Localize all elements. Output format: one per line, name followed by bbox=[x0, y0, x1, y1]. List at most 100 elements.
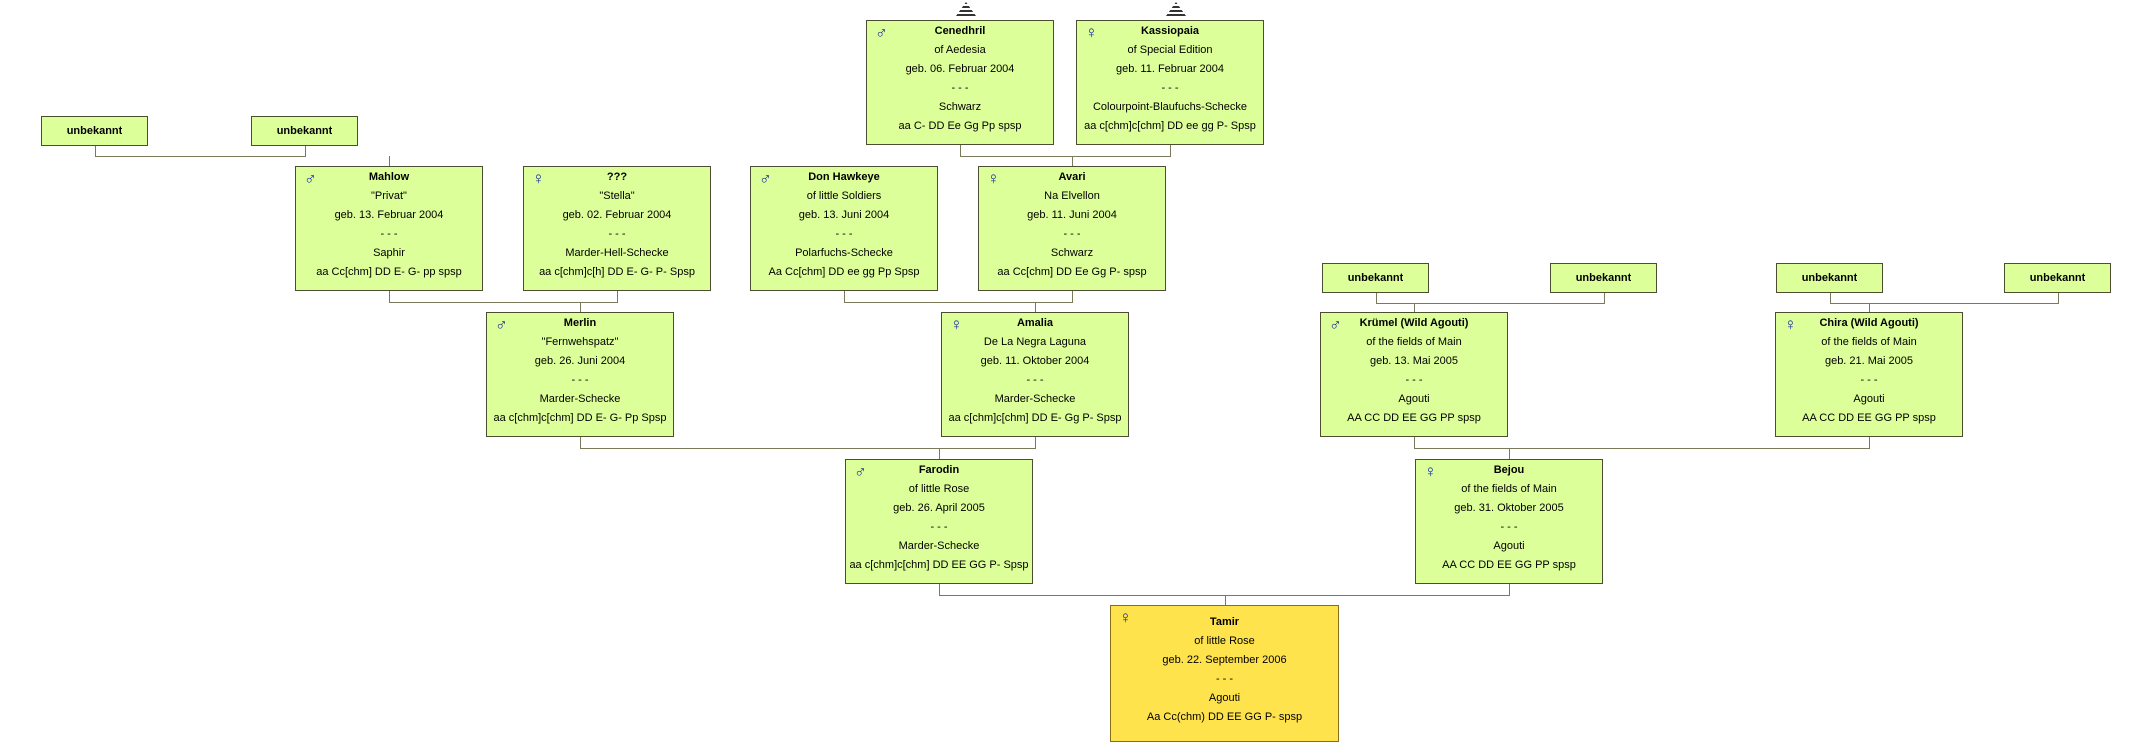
connector-line bbox=[1376, 293, 1377, 303]
node-separator: - - - bbox=[1063, 228, 1081, 240]
female-symbol-icon: ♀ bbox=[1424, 462, 1437, 481]
node-separator: - - - bbox=[835, 228, 853, 240]
node-birth-date: geb. 26. Juni 2004 bbox=[534, 355, 626, 367]
node-color-name: Schwarz bbox=[1050, 247, 1094, 259]
connector-line bbox=[960, 156, 1171, 157]
node-genotype: AA CC DD EE GG PP spsp bbox=[1802, 412, 1936, 424]
node-birth-date: geb. 06. Februar 2004 bbox=[905, 63, 1015, 75]
node-name: unbekannt bbox=[1347, 272, 1404, 284]
node-separator: - - - bbox=[608, 228, 626, 240]
node-name: Don Hawkeye bbox=[808, 171, 880, 183]
connector-line bbox=[1509, 584, 1510, 595]
pedigree-node-bejou[interactable]: ♀ Bejou of the fields of Main geb. 31. Okto… bbox=[1415, 459, 1603, 584]
node-color-name: Marder-Schecke bbox=[898, 540, 980, 552]
node-line-2: of the fields of Main bbox=[1461, 483, 1557, 495]
node-separator: - - - bbox=[1215, 673, 1234, 685]
node-separator: - - - bbox=[951, 82, 969, 94]
more-ancestors-icon[interactable] bbox=[1166, 2, 1186, 16]
connector-line bbox=[939, 448, 940, 459]
connector-line bbox=[580, 448, 1036, 449]
male-symbol-icon: ♂ bbox=[495, 315, 508, 334]
node-birth-date: geb. 21. Mai 2005 bbox=[1824, 355, 1914, 367]
node-name: ??? bbox=[606, 171, 628, 183]
node-name: unbekannt bbox=[1801, 272, 1858, 284]
node-genotype: aa c[chm]c[chm] DD ee gg P- Spsp bbox=[1084, 120, 1256, 132]
pedigree-node-unk4[interactable]: unbekannt bbox=[1550, 263, 1657, 293]
connector-line bbox=[617, 291, 618, 302]
connector-line bbox=[389, 156, 390, 166]
connector-line bbox=[1225, 595, 1226, 605]
pedigree-node-unk2[interactable]: unbekannt bbox=[251, 116, 358, 146]
pedigree-node-unk3[interactable]: unbekannt bbox=[1322, 263, 1429, 293]
node-color-name: Colourpoint-Blaufuchs-Schecke bbox=[1092, 101, 1248, 113]
node-name: Farodin bbox=[918, 464, 960, 476]
pedigree-node-unk5[interactable]: unbekannt bbox=[1776, 263, 1883, 293]
node-line-2: of Aedesia bbox=[934, 44, 986, 56]
more-ancestors-icon[interactable] bbox=[956, 2, 976, 16]
node-line-2: "Privat" bbox=[371, 190, 407, 202]
node-color-name: Agouti bbox=[1208, 692, 1241, 704]
node-birth-date: geb. 22. September 2006 bbox=[1162, 654, 1287, 666]
node-genotype: aa Cc[chm] DD Ee Gg P- spsp bbox=[997, 266, 1147, 278]
node-separator: - - - bbox=[380, 228, 398, 240]
connector-line bbox=[1170, 145, 1171, 156]
node-color-name: Marder-Hell-Schecke bbox=[565, 247, 669, 259]
node-line-2: of little Soldiers bbox=[806, 190, 882, 202]
node-name: unbekannt bbox=[276, 125, 333, 137]
node-birth-date: geb. 02. Februar 2004 bbox=[562, 209, 672, 221]
male-symbol-icon: ♂ bbox=[304, 169, 317, 188]
connector-line bbox=[580, 437, 581, 448]
node-line-2: Na Elvellon bbox=[1044, 190, 1100, 202]
connector-line bbox=[580, 302, 581, 312]
node-genotype: aa Cc[chm] DD E- G- pp spsp bbox=[316, 266, 462, 278]
node-separator: - - - bbox=[930, 521, 948, 533]
connector-line bbox=[844, 291, 845, 302]
node-genotype: AA CC DD EE GG PP spsp bbox=[1347, 412, 1481, 424]
pedigree-node-unk6[interactable]: unbekannt bbox=[2004, 263, 2111, 293]
node-genotype: aa C- DD Ee Gg Pp spsp bbox=[898, 120, 1022, 132]
connector-line bbox=[844, 302, 1073, 303]
node-separator: - - - bbox=[1405, 374, 1423, 386]
node-color-name: Agouti bbox=[1853, 393, 1885, 405]
female-symbol-icon: ♀ bbox=[532, 169, 545, 188]
node-birth-date: geb. 13. Mai 2005 bbox=[1369, 355, 1459, 367]
pedigree-node-chira[interactable]: ♀Chira (Wild Agouti)of the fields of Mai… bbox=[1775, 312, 1963, 437]
node-name: Krümel (Wild Agouti) bbox=[1359, 317, 1469, 329]
pedigree-node-unk1[interactable]: unbekannt bbox=[41, 116, 148, 146]
pedigree-node-mahlow[interactable]: ♂Mahlow"Privat"geb. 13. Februar 2004- - … bbox=[295, 166, 483, 291]
node-name: Kassiopaia bbox=[1140, 25, 1200, 37]
pedigree-node-merlin[interactable]: ♂Merlin"Fernwehspatz"geb. 26. Juni 2004-… bbox=[486, 312, 674, 437]
node-separator: - - - bbox=[1860, 374, 1878, 386]
pedigree-node-kassiopaia[interactable]: ♀ Kassiopaia of Special Edition geb. 11. Fe… bbox=[1076, 20, 1264, 145]
pedigree-node-kruemel[interactable]: ♂Krümel (Wild Agouti)of the fields of Ma… bbox=[1320, 312, 1508, 437]
connector-line bbox=[305, 146, 306, 156]
connector-line bbox=[389, 291, 390, 302]
connector-line bbox=[1869, 437, 1870, 448]
node-genotype: Aa Cc(chm) DD EE GG P- spsp bbox=[1146, 711, 1303, 723]
node-color-name: Saphir bbox=[373, 247, 405, 259]
male-symbol-icon: ♂ bbox=[875, 23, 888, 42]
pedigree-node-stella[interactable]: ♀???"Stella"geb. 02. Februar 2004- - -Ma… bbox=[523, 166, 711, 291]
node-name: Bejou bbox=[1493, 464, 1525, 476]
node-birth-date: geb. 31. Oktober 2005 bbox=[1454, 502, 1564, 514]
female-symbol-icon: ♀ bbox=[1085, 23, 1098, 42]
connector-line bbox=[1414, 448, 1870, 449]
node-name: Chira (Wild Agouti) bbox=[1819, 317, 1919, 329]
node-name: unbekannt bbox=[2029, 272, 2086, 284]
node-birth-date: geb. 26. April 2005 bbox=[893, 502, 985, 514]
node-genotype: aa c[chm]c[chm] DD EE GG P- Spsp bbox=[849, 559, 1029, 571]
female-symbol-icon: ♀ bbox=[950, 315, 963, 334]
node-birth-date: geb. 11. Februar 2004 bbox=[1115, 63, 1225, 75]
male-symbol-icon: ♂ bbox=[854, 462, 867, 481]
node-line-2: of Special Edition bbox=[1127, 44, 1213, 56]
node-separator: - - - bbox=[1500, 521, 1518, 533]
node-separator: - - - bbox=[1026, 374, 1044, 386]
connector-line bbox=[1035, 437, 1036, 448]
